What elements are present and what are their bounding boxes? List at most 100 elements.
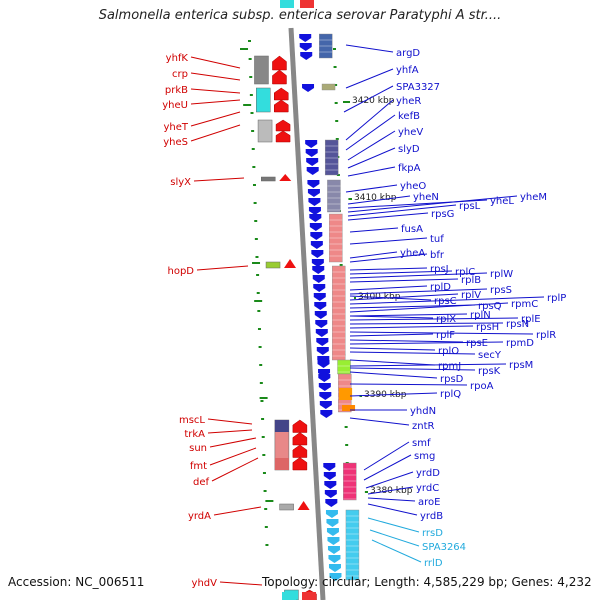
axis-line (288, 27, 326, 600)
rna-arrow (326, 519, 339, 527)
reverse-arrow (318, 383, 331, 391)
tick-dot (254, 220, 258, 222)
reverse-leader (347, 147, 396, 169)
rna-leader (371, 539, 422, 563)
reverse-leader (349, 347, 436, 351)
reverse-leader (365, 471, 414, 489)
forward-leader (213, 506, 262, 516)
reverse-leader (345, 114, 396, 151)
reverse-gene-box (345, 509, 360, 581)
forward-leader (190, 88, 241, 94)
reverse-leader (345, 68, 394, 89)
tick-dot (261, 418, 265, 420)
forward-gene-box (265, 261, 281, 269)
tick-dot (260, 400, 264, 402)
reverse-arrow (309, 214, 322, 222)
reverse-gene-label: rpsN (506, 319, 529, 330)
reverse-arrow (314, 302, 327, 310)
reverse-gene-label: yrdD (416, 468, 440, 479)
partial-box (300, 0, 314, 8)
reverse-gene-label: yrdB (420, 511, 443, 522)
scale-label-bg (362, 388, 410, 399)
reverse-leader (349, 417, 410, 426)
reverse-gene-label: fkpA (398, 163, 421, 174)
tick-dot (254, 300, 263, 302)
forward-leader (207, 429, 253, 434)
reverse-gene-label: yheO (400, 181, 426, 192)
reverse-leader (349, 315, 434, 319)
scale-tick (342, 101, 351, 103)
reverse-leader (349, 293, 459, 301)
forward-gene-label: hopD (167, 266, 194, 277)
scale-label-bg (350, 94, 398, 105)
reverse-leader (349, 227, 399, 233)
reverse-arrow (324, 481, 337, 489)
reverse-gene-label: rplV (461, 290, 481, 301)
reverse-gene-label: fusA (401, 224, 423, 235)
tick-dot (265, 544, 269, 546)
tick-dot (249, 94, 253, 96)
reverse-gene-label: rpsL (459, 201, 481, 212)
tick-dot (333, 48, 336, 50)
tick-dot (344, 426, 348, 428)
reverse-gene-box (321, 83, 336, 91)
forward-arrow (284, 259, 297, 268)
reverse-gene-label: rpsJ (430, 264, 449, 275)
reverse-leader (349, 392, 438, 397)
reverse-gene-label: rpsE (466, 338, 488, 349)
rna-leader (367, 517, 420, 533)
reverse-gene-box (343, 462, 357, 501)
reverse-arrow (312, 266, 325, 274)
reverse-arrow (319, 401, 332, 409)
reverse-gene-label: rplR (536, 330, 556, 341)
tick-dot (336, 174, 340, 176)
genome-axis (288, 27, 326, 600)
forward-gene-label: trkA (184, 429, 205, 440)
reverse-gene-label: yhfA (396, 65, 419, 76)
forward-arrow (297, 501, 310, 510)
reverse-leader (349, 288, 488, 295)
reverse-arrow (307, 180, 320, 188)
forward-leader (196, 265, 249, 271)
reverse-gene-box (332, 265, 346, 361)
reverse-gene-box (324, 139, 339, 176)
forward-gene-label: yheS (163, 137, 188, 148)
rna-arrow (328, 555, 341, 563)
reverse-leader (349, 251, 398, 259)
reverse-gene-label: yrdC (416, 483, 439, 494)
reverse-leader (349, 341, 504, 345)
forward-gene-label: slyX (170, 177, 191, 188)
reverse-leader (367, 486, 414, 495)
forward-gene-label: crp (172, 69, 188, 80)
rna-arrow (326, 528, 339, 536)
forward-gene-box (257, 119, 273, 143)
reverse-gene-label: kefB (398, 111, 420, 122)
reverse-leader (349, 371, 438, 379)
scale-label: 3420 kbp (352, 96, 395, 106)
tick-dot (254, 238, 258, 240)
topology-label: Topology: circular; Length: 4,585,229 bp… (262, 575, 592, 589)
reverse-arrow (316, 347, 329, 355)
tick-dot (252, 262, 261, 264)
reverse-gene-label: rpsM (509, 360, 533, 371)
reverse-gene-label: rplQ (440, 389, 461, 400)
reverse-leader (363, 454, 412, 481)
reverse-gene-label: rpmJ (438, 361, 461, 372)
forward-gene-box (274, 458, 289, 470)
reverse-arrow (299, 34, 312, 42)
tick-dot (263, 490, 267, 492)
reverse-gene-label: rplD (430, 282, 451, 293)
reverse-arrow (311, 250, 324, 258)
forward-gene-label: sun (189, 443, 207, 454)
reverse-gene-labels: argDyhfASPA3327yheRkefByheVslyDfkpAyheOy… (343, 44, 566, 522)
reverse-gene-box (339, 388, 353, 400)
forward-gene-box (274, 420, 289, 432)
reverse-gene-label: rplO (438, 346, 459, 357)
reverse-leader (349, 302, 509, 313)
tick-dot (335, 120, 339, 122)
reverse-gene-label: rplP (547, 293, 566, 304)
tick-dot (251, 130, 255, 132)
reverse-leader (349, 317, 519, 321)
rna-arrow (327, 537, 340, 545)
